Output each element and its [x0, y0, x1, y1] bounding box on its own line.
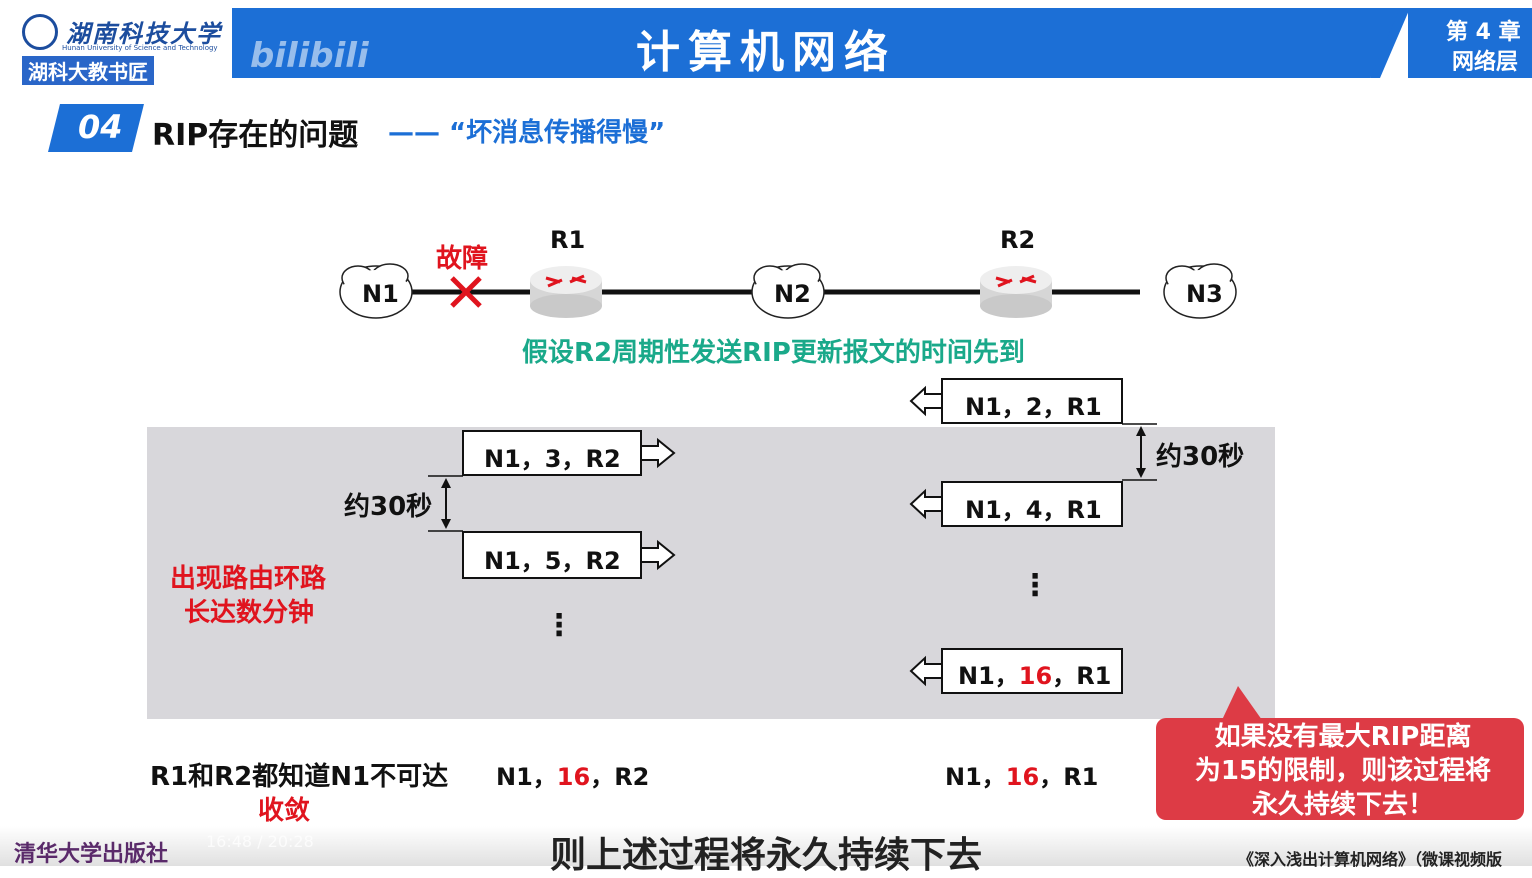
- university-logo-icon: [22, 14, 58, 50]
- network-label-n1: N1: [362, 280, 399, 308]
- fault-x-icon: [450, 276, 482, 308]
- section-subtitle: —— “坏消息传播得慢”: [388, 118, 666, 148]
- video-player-bar[interactable]: [0, 826, 1532, 866]
- chapter-number: 第 4 章: [1446, 20, 1521, 45]
- callout-bubble: [1156, 718, 1524, 820]
- r1-update-msg-2: N1，4，R1: [965, 496, 1102, 524]
- r2-update-msg-1: N1，3，R2: [484, 445, 621, 473]
- router-label-r2: R2: [1000, 226, 1036, 254]
- callout-line-2: 为15的限制，则该过程将: [1194, 756, 1492, 786]
- conclusion-text: R1和R2都知道N1不可达: [150, 762, 449, 792]
- section-title: RIP存在的问题: [152, 118, 359, 153]
- routing-loop-note-1: 出现路由环路: [170, 564, 327, 594]
- r2-interval-label: 约30秒: [344, 492, 433, 522]
- section-number: 04: [78, 108, 123, 146]
- cloud-icon: [1163, 263, 1237, 319]
- chapter-box: [1408, 8, 1532, 78]
- routing-loop-note-2: 长达数分钟: [184, 598, 315, 628]
- r2-updates-graphic: [428, 430, 676, 579]
- network-topology: [339, 263, 1237, 319]
- callout-tail: [1222, 686, 1262, 720]
- final-route-r2: N1，16，R2: [496, 763, 650, 791]
- network-label-n2: N2: [774, 280, 811, 308]
- r1-interval-label: 约30秒: [1156, 442, 1245, 472]
- university-name: 湖南科技大学: [66, 19, 222, 48]
- router-icon: [980, 266, 1052, 318]
- playback-time: 16:48 / 20:28: [206, 832, 314, 851]
- cloud-icon: [339, 263, 413, 319]
- convergence-label: 收敛: [258, 796, 311, 826]
- cloud-icon: [751, 263, 825, 319]
- r1-more-dots: ⋮: [1020, 568, 1050, 603]
- course-title: 计算机网络: [636, 27, 896, 78]
- router-label-r1: R1: [550, 226, 586, 254]
- fault-label: 故障: [436, 244, 489, 274]
- callout-text: 如果没有最大RIP距离 为15的限制，则该过程将 永久持续下去！: [1168, 720, 1518, 822]
- r1-update-msg-last: N1，16，R1: [958, 662, 1112, 690]
- router-icon: [530, 266, 602, 318]
- r2-update-msg-2: N1，5，R2: [484, 547, 621, 575]
- bilibili-watermark: bilibili: [250, 36, 369, 76]
- book-title: 《深入浅出计算机网络》（微课视频版: [1238, 850, 1503, 869]
- university-name-en: Hunan University of Science and Technolo…: [62, 44, 218, 52]
- header-divider: [1370, 8, 1410, 78]
- callout-line-1: 如果没有最大RIP距离: [1214, 722, 1472, 752]
- callout-line-3: 永久持续下去！: [1251, 790, 1434, 820]
- assumption-note: 假设R2周期性发送RIP更新报文的时间先到: [522, 338, 1025, 368]
- r2-more-dots: ⋮: [544, 608, 574, 643]
- final-route-r1: N1，16，R1: [945, 763, 1099, 791]
- channel-name: 湖科大教书匠: [22, 56, 154, 85]
- r1-updates-graphic: [909, 378, 1157, 694]
- network-label-n3: N3: [1186, 280, 1223, 308]
- r1-update-msg-1: N1，2，R1: [965, 393, 1102, 421]
- header-bar: [14, 8, 1532, 78]
- chapter-name: 网络层: [1452, 50, 1519, 75]
- publisher-logo: 清华大学出版社: [14, 841, 169, 867]
